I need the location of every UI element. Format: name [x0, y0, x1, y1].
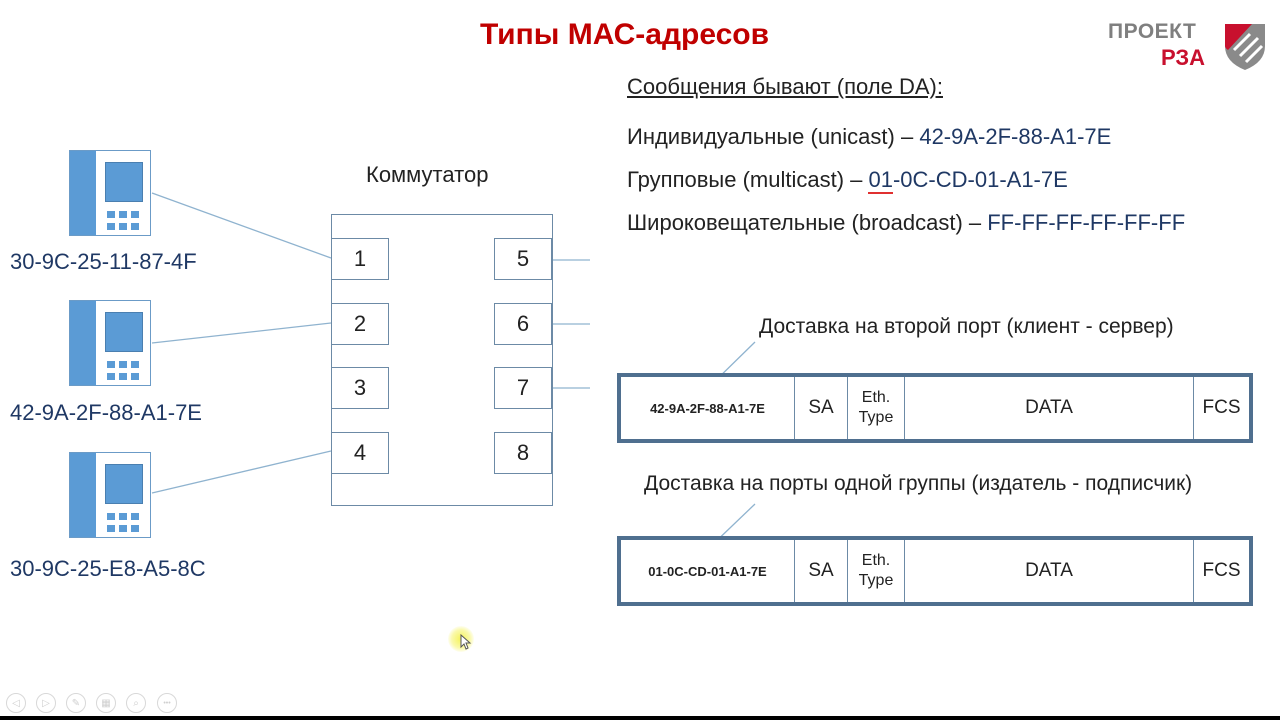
device-2-mac: 42-9A-2F-88-A1-7E [10, 400, 202, 425]
unicast-line: Индивидуальные (unicast) – 42-9A-2F-88-A… [627, 124, 1111, 150]
logo-text-line1: ПРОЕКТ [1108, 20, 1197, 43]
zoom-button[interactable]: ⌕ [126, 693, 146, 713]
switch-label: Коммутатор [366, 162, 489, 187]
next-slide-button[interactable]: ▷ [36, 693, 56, 713]
frame-2-data: DATA [905, 540, 1194, 602]
multicast-label: Групповые (multicast) – [627, 167, 869, 192]
frame-1-da: 42-9A-2F-88-A1-7E [621, 377, 795, 439]
port-1: 1 [331, 238, 389, 280]
port-4: 4 [331, 432, 389, 474]
frame-2-ethtype: Eth.Type [848, 540, 905, 602]
bottom-border [0, 716, 1280, 720]
frame-1-caption: Доставка на второй порт (клиент - сервер… [759, 315, 1174, 338]
more-options-button[interactable]: ••• [157, 693, 177, 713]
previous-slide-button[interactable]: ◁ [6, 693, 26, 713]
unicast-label: Индивидуальные (unicast) – [627, 124, 920, 149]
broadcast-line: Широковещательные (broadcast) – FF-FF-FF… [627, 210, 1185, 236]
switch [331, 214, 553, 506]
logo-text-line2: РЗА [1161, 45, 1206, 70]
logo: ПРОЕКТ РЗА [1105, 18, 1275, 74]
types-heading: Сообщения бывают (поле DA): [627, 74, 943, 99]
ethernet-frame-multicast: 01-0C-CD-01-A1-7E SA Eth.Type DATA FCS [617, 536, 1253, 606]
device-2-icon [69, 300, 151, 386]
frame-1-ethtype: Eth.Type [848, 377, 905, 439]
port-6: 6 [494, 303, 552, 345]
frame-2-fcs: FCS [1202, 560, 1241, 581]
device-1-mac: 30-9C-25-11-87-4F [10, 249, 197, 274]
multicast-mac-rest: -0C-CD-01-A1-7E [892, 167, 1068, 192]
frame-1-sa: SA [795, 377, 848, 439]
broadcast-mac: FF-FF-FF-FF-FF-FF [987, 210, 1186, 235]
device-3-icon [69, 452, 151, 538]
frame-2-sa: SA [795, 540, 848, 602]
port-3: 3 [331, 367, 389, 409]
frame-2-caption: Доставка на порты одной группы (издатель… [644, 472, 1193, 495]
ethernet-frame-unicast: 42-9A-2F-88-A1-7E SA Eth.Type DATA FCS [617, 373, 1253, 443]
pen-tool-button[interactable]: ✎ [66, 693, 86, 713]
port-5: 5 [494, 238, 552, 280]
frame-2-da: 01-0C-CD-01-A1-7E [621, 540, 795, 602]
multicast-mac-prefix: 01 [868, 167, 893, 194]
shield-icon [1225, 24, 1265, 70]
broadcast-label: Широковещательные (broadcast) – [627, 210, 988, 235]
port-7: 7 [494, 367, 552, 409]
frame-1-fcs: FCS [1202, 397, 1241, 418]
device-3-mac: 30-9C-25-E8-A5-8C [10, 556, 206, 581]
device-1-icon [69, 150, 151, 236]
unicast-mac: 42-9A-2F-88-A1-7E [919, 124, 1112, 149]
port-2: 2 [331, 303, 389, 345]
slide-title: Типы МАС-адресов [480, 18, 770, 51]
see-all-slides-button[interactable]: ▦ [96, 693, 116, 713]
mouse-cursor-icon [460, 634, 472, 650]
frame-1-data: DATA [905, 377, 1194, 439]
multicast-line: Групповые (multicast) – 01-0C-CD-01-A1-7… [627, 167, 1068, 194]
port-8: 8 [494, 432, 552, 474]
